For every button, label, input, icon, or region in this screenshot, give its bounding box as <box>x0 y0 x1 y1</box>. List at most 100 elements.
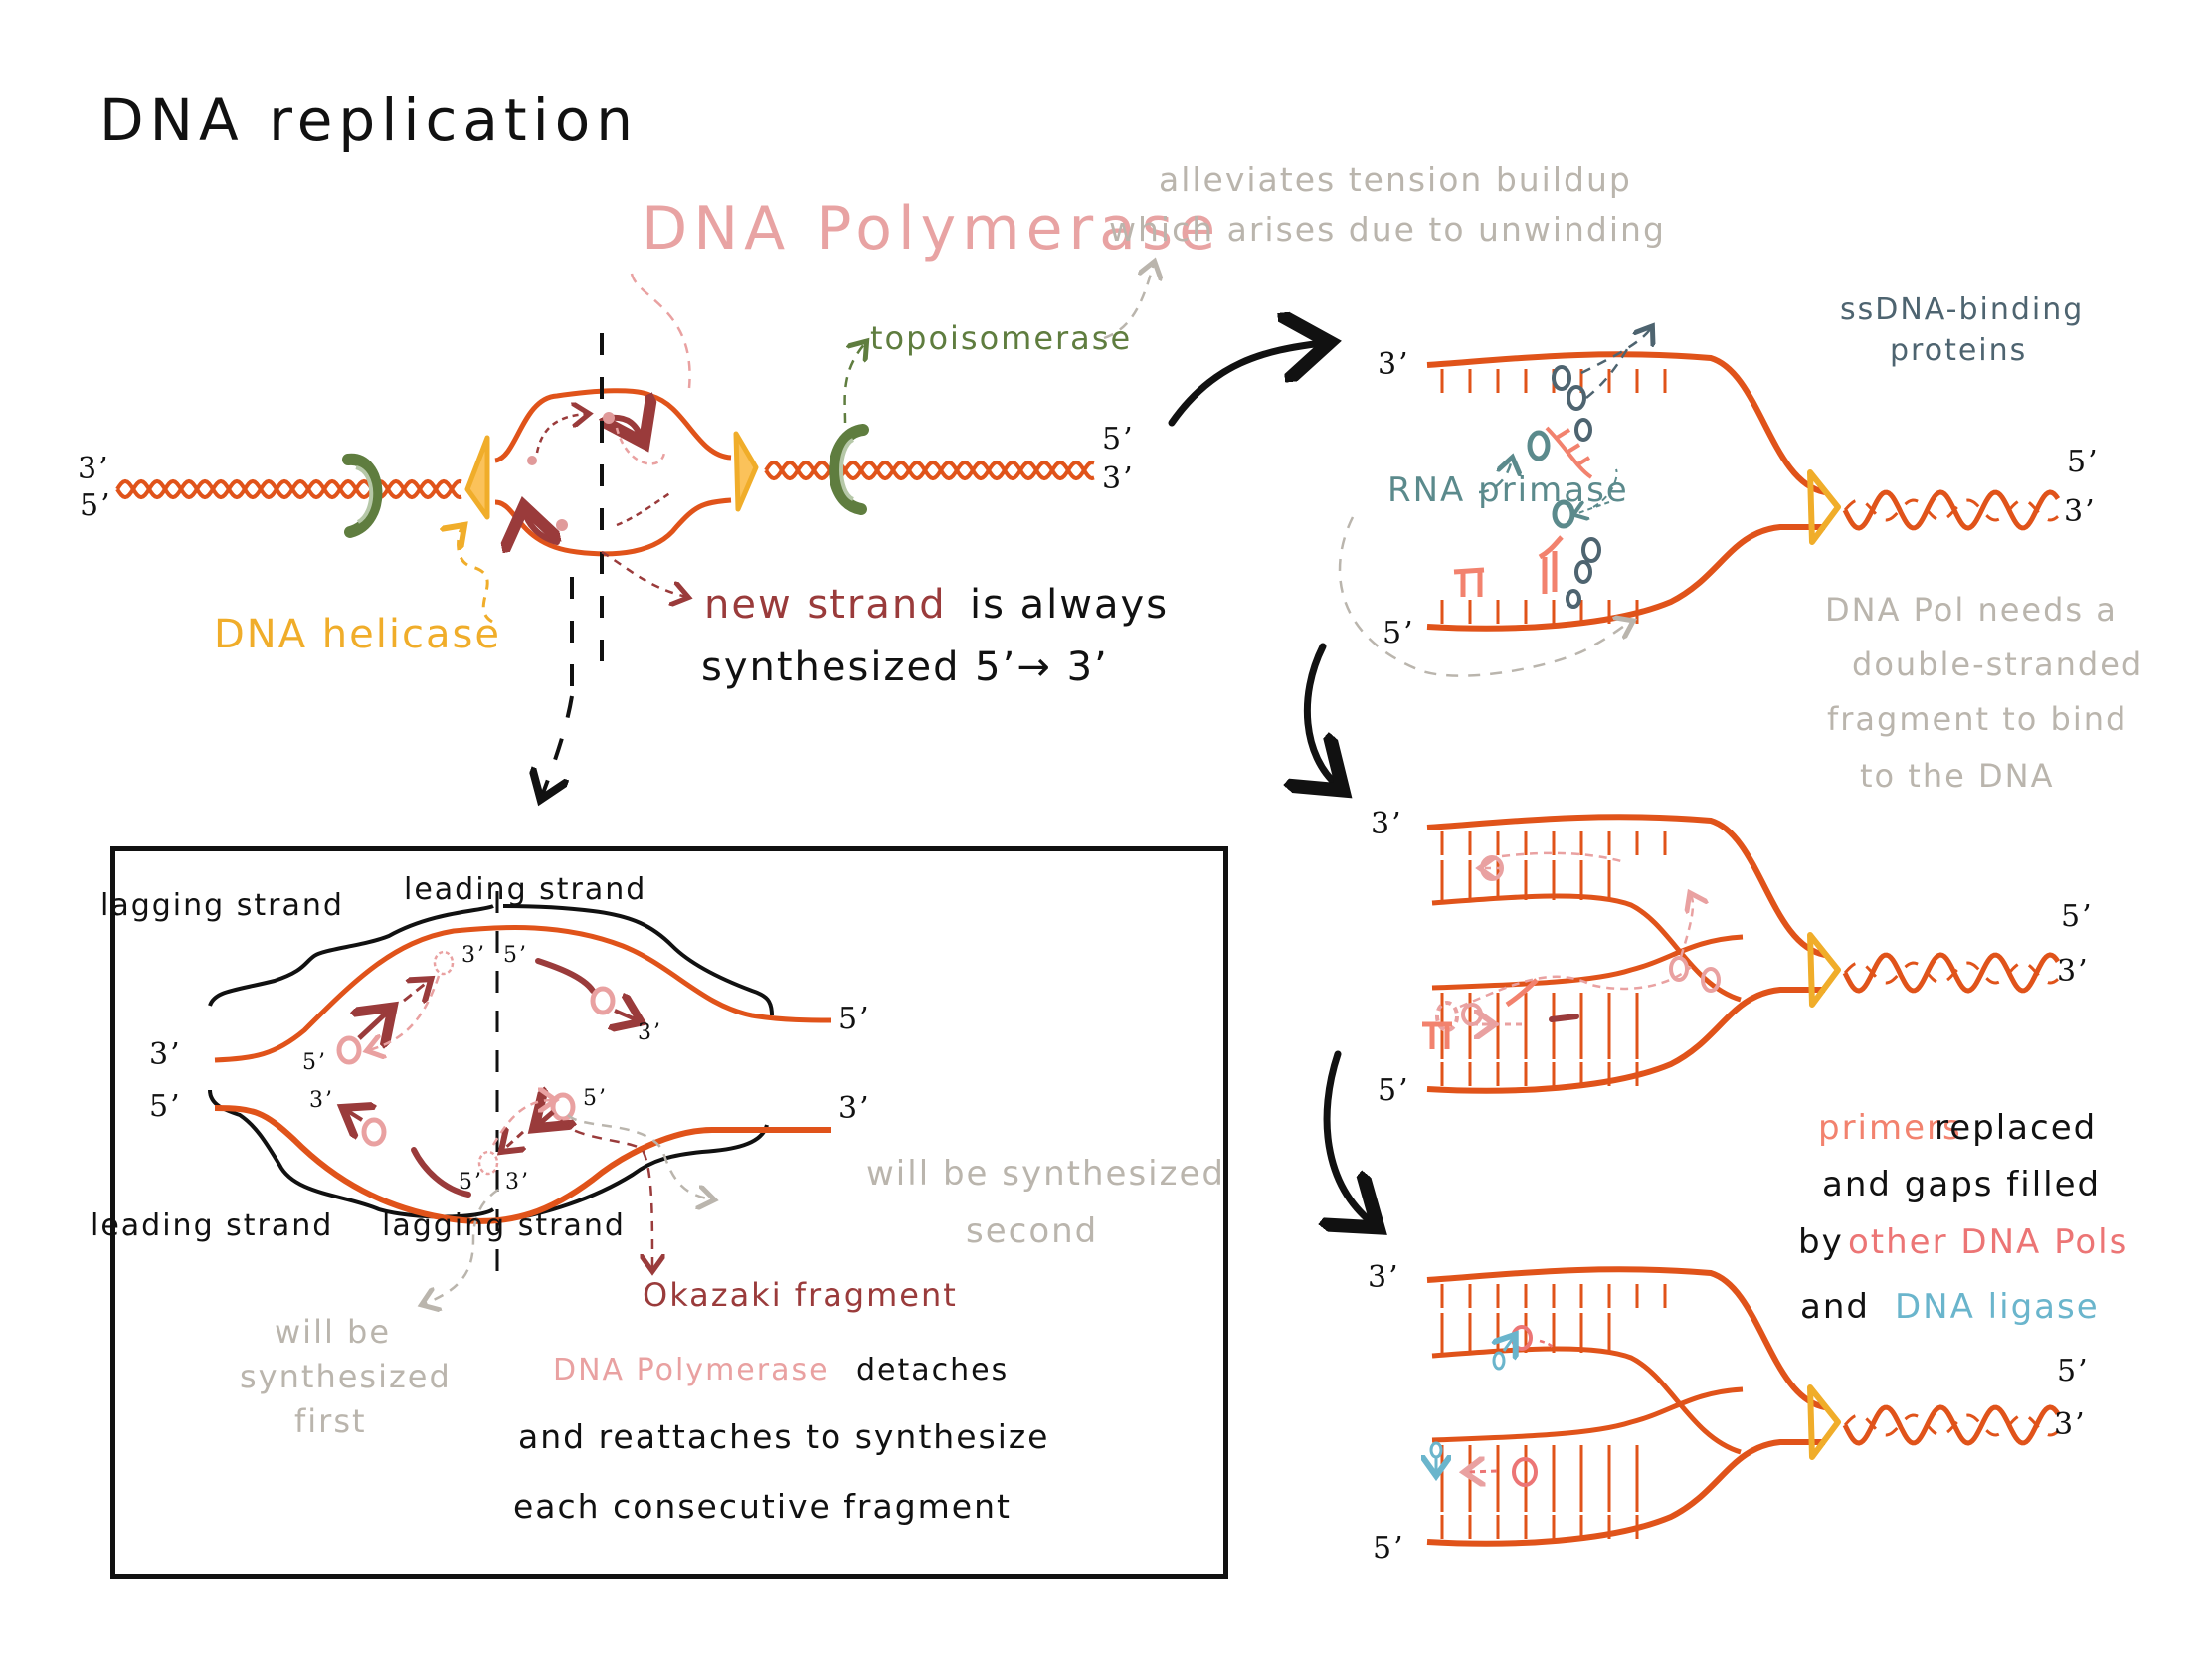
leading-lagging-inset: lagging strand leading strand leading st… <box>91 846 1228 1579</box>
step-arrow-3 <box>1327 1050 1373 1223</box>
primase-path <box>1592 468 1618 508</box>
ssb-proteins-icon <box>1552 365 1601 609</box>
detach-line3: each consecutive fragment <box>513 1487 1012 1526</box>
ssb-leader <box>1580 328 1651 375</box>
detach-line1: detaches <box>856 1353 1010 1387</box>
helix-right <box>764 460 1095 481</box>
rna-primase-label: RNA primase <box>1387 470 1629 510</box>
end-label: 3’ <box>149 1037 182 1072</box>
parental-strand-top <box>1426 814 1826 958</box>
ssb-leader-2 <box>1585 342 1633 399</box>
fork2-return-path <box>1459 966 1692 1009</box>
second-note-line1: will be synthesized <box>866 1154 1225 1194</box>
second-note-line2: second <box>966 1211 1099 1251</box>
end-label: 5’ <box>2061 899 2094 934</box>
end-label: 5’ <box>583 1086 608 1111</box>
end-label: 3’ <box>638 1020 662 1045</box>
inset-canvas <box>208 891 832 1584</box>
detach-polymerase-label: DNA Polymerase <box>553 1353 830 1387</box>
helix-strand <box>1843 498 2059 522</box>
end-label: 3’ <box>78 452 110 486</box>
end-label: 5’ <box>1382 616 1415 650</box>
polymerase-leader <box>630 273 691 389</box>
detach-line2: and reattaches to synthesize <box>518 1417 1050 1456</box>
pol-note-line1: DNA Pol needs a <box>1825 591 2118 629</box>
rna-primer-2 <box>1453 535 1564 597</box>
pol-note-line4: to the DNA <box>1860 757 2055 795</box>
step-arrow-1 <box>1168 343 1323 427</box>
end-label: 5’ <box>838 1002 871 1036</box>
okazaki-fragment-label: Okazaki fragment <box>643 1276 958 1314</box>
fork3-note-and: and <box>1800 1287 1870 1327</box>
end-label: 3’ <box>1378 347 1410 382</box>
parental-strand-top <box>1426 1266 1826 1410</box>
end-label: 3’ <box>2064 494 2097 529</box>
topo-note-line2: which arises due to unwinding <box>1109 210 1666 249</box>
end-label: 3’ <box>2054 1407 2087 1442</box>
fork2-primers <box>1422 978 1539 1049</box>
helicase-right-icon <box>733 431 759 512</box>
fork-2 <box>1426 814 2061 1094</box>
new-strand-bottom <box>1431 1386 1744 1443</box>
helicase-left-icon <box>464 435 490 520</box>
new-strand-label: new strand <box>704 582 947 628</box>
end-label: 3’ <box>838 1091 871 1126</box>
parental-strand-bottom <box>1426 524 1825 632</box>
end-label: 5’ <box>1102 422 1135 457</box>
ssb-label-line1: ssDNA-binding <box>1840 292 2085 327</box>
inset-label-bottom-left: leading strand <box>91 1208 334 1243</box>
parental-strand-bottom <box>1426 1439 1825 1547</box>
end-label: 5’ <box>1373 1531 1405 1566</box>
helicase-label: DNA helicase <box>214 612 501 657</box>
fork3-note-primers: primers <box>1818 1108 1962 1148</box>
end-label: 3’ <box>1368 1260 1400 1295</box>
replication-bubble <box>494 388 732 557</box>
pol-note-line3: fragment to bind <box>1827 700 2128 738</box>
topoisomerase-label: topoisomerase <box>870 319 1133 357</box>
end-label: 3’ <box>461 943 486 968</box>
inset-label-top-left: lagging strand <box>100 888 344 923</box>
fork3-note-ligase: DNA ligase <box>1895 1287 2100 1327</box>
helix-strand <box>1842 952 2061 994</box>
first-note-line2: synthesized <box>240 1358 452 1395</box>
end-label: 5’ <box>2057 1354 2090 1388</box>
helicase-icon <box>1807 932 1841 1008</box>
page-title: DNA replication <box>99 87 639 154</box>
fork2-new-strand <box>1549 1014 1579 1022</box>
is-always-label: is always <box>970 582 1170 628</box>
fork-1 <box>1426 351 2061 632</box>
first-note-line1: will be <box>275 1313 392 1351</box>
direction-label: synthesized 5’→ 3’ <box>701 645 1109 690</box>
helix-strand <box>1842 1404 2061 1446</box>
inset-label-bottom-right: lagging strand <box>382 1208 626 1243</box>
helix-strand <box>1843 961 2059 985</box>
fork3-arrow-2 <box>1539 1339 1556 1350</box>
end-label: 3’ <box>1371 807 1403 841</box>
inset-label-top-right: leading strand <box>404 872 647 907</box>
fork3-note-replaced: replaced <box>1935 1108 2098 1148</box>
parental-strand-bottom <box>1426 987 1825 1094</box>
end-label: 3’ <box>2057 954 2090 989</box>
primase-leader <box>1478 460 1512 494</box>
first-note-line3: first <box>294 1402 367 1440</box>
end-label: 5’ <box>459 1170 483 1195</box>
new-strand-bottom <box>1431 934 1744 991</box>
helicase-icon <box>1807 469 1841 545</box>
rna-primer-1 <box>1545 426 1593 479</box>
fork3-note-by: by <box>1798 1222 1844 1262</box>
fork2-dashed-path <box>1501 851 1622 863</box>
topoisomerase-leader <box>843 343 865 424</box>
polymerase-label: DNA Polymerase <box>642 194 1222 264</box>
topoisomerase-right-icon <box>829 424 869 515</box>
pol-note-line2: double-stranded <box>1852 645 2144 683</box>
topo-note-line1: alleviates tension buildup <box>1159 160 1632 199</box>
end-label: 5’ <box>80 488 112 523</box>
parental-strand-top <box>1426 351 1826 495</box>
helicase-icon <box>1807 1384 1841 1460</box>
end-label: 5’ <box>503 943 528 968</box>
ssb-label-line2: proteins <box>1890 333 2028 368</box>
helicase-leader <box>459 527 493 624</box>
pol-note-leader <box>1338 516 1631 677</box>
fork3-arrow <box>1467 1471 1498 1472</box>
